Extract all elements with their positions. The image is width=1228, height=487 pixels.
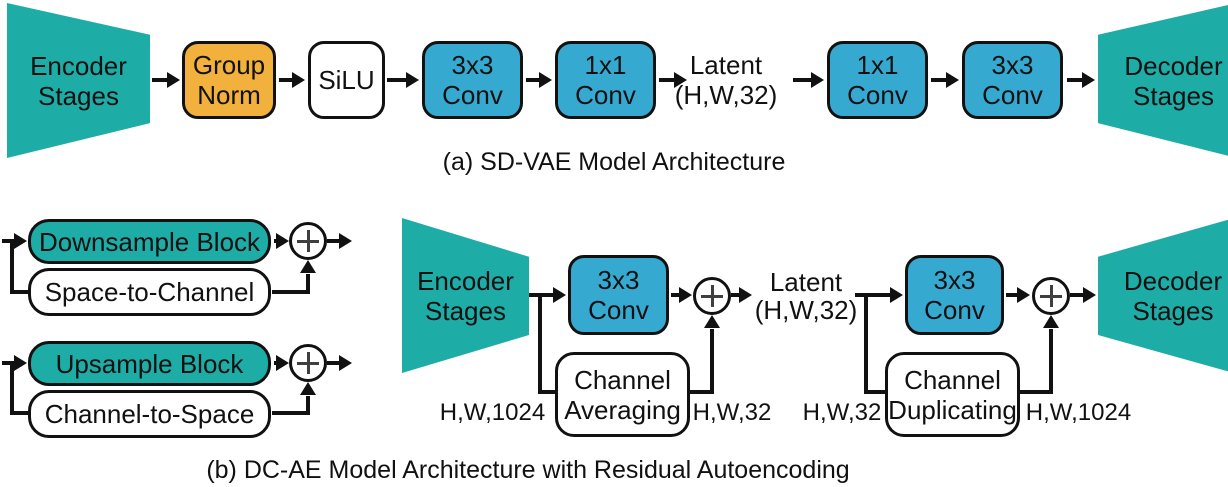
conv-3x3-label-b-encoder: 3x3 Conv <box>588 265 649 325</box>
decoder-stages-label-a: Decoder Stages <box>1124 50 1223 111</box>
dim-label-decoder-output: H,W,1024 <box>1025 399 1132 426</box>
arrow-downsample-to-add <box>274 233 289 249</box>
arrow-add-to-latent <box>731 287 752 303</box>
group-norm-label: Group Norm <box>192 50 266 110</box>
arrow-silu-to-conv3 <box>387 72 419 88</box>
arrow-channel-averaging-to-add <box>688 315 720 394</box>
arrow-input-downsample <box>2 233 29 294</box>
arrow-conv3-to-add-dec <box>1006 287 1030 303</box>
add-icon-upsample <box>289 344 327 382</box>
channel-to-space-label: Channel-to-Space <box>44 399 255 429</box>
upsample-block-label: Upsample Block <box>55 348 244 379</box>
silu-label: SiLU <box>318 65 375 95</box>
add-icon-decoder-residual <box>1032 277 1070 315</box>
plus-bar-v <box>306 352 310 374</box>
conv-3x3-label-a-decoder: 3x3 Conv <box>982 50 1043 110</box>
arrow-add-output-downsample <box>327 233 352 249</box>
arrow-channel-duplicating-to-add <box>1018 315 1059 394</box>
arrow-input-upsample <box>2 355 29 415</box>
conv-3x3-label-a-encoder: 3x3 Conv <box>442 50 503 110</box>
conv-1x1-label-a-encoder: 1x1 Conv <box>575 50 636 110</box>
latent-text-b: Latent (H,W,32) <box>754 267 858 325</box>
caption-panel-a: (a) SD-VAE Model Architecture <box>442 148 786 176</box>
arrow-upsample-to-add <box>274 355 289 371</box>
downsample-block-label: Downsample Block <box>38 226 261 257</box>
dim-label-encoder-output: H,W,32 <box>692 399 772 426</box>
conv-1x1-block-a-encoder: 1x1 Conv <box>555 41 656 119</box>
dim-label-encoder-input: H,W,1024 <box>439 399 546 426</box>
conv-1x1-label-a-decoder: 1x1 Conv <box>847 50 908 110</box>
downsample-block: Downsample Block <box>28 219 271 264</box>
conv-3x3-block-b-encoder: 3x3 Conv <box>568 255 669 335</box>
arrow-encoder-to-conv3 <box>528 287 566 394</box>
latent-label-a: Latent (H,W,32) <box>670 50 782 110</box>
arrow-conv3-to-conv1 <box>526 72 552 88</box>
arrow-conv3-to-add-enc <box>671 287 692 303</box>
conv-3x3-label-b-decoder: 3x3 Conv <box>924 265 985 325</box>
encoder-stages-label-a: Encoder Stages <box>30 50 127 111</box>
upsample-block: Upsample Block <box>28 341 271 386</box>
latent-label-b: Latent (H,W,32) <box>750 267 862 325</box>
channel-averaging-block: Channel Averaging <box>555 352 690 437</box>
channel-duplicating-block: Channel Duplicating <box>885 352 1020 437</box>
space-to-channel-block: Space-to-Channel <box>28 268 271 316</box>
arrow-encoder-to-groupnorm <box>152 72 180 88</box>
conv-1x1-block-a-decoder: 1x1 Conv <box>827 41 928 119</box>
space-to-channel-label: Space-to-Channel <box>44 277 255 307</box>
arrow-latent-to-conv1 <box>793 72 824 88</box>
conv-3x3-block-a-encoder: 3x3 Conv <box>422 41 523 119</box>
group-norm-block: Group Norm <box>182 41 276 119</box>
channel-duplicating-label: Channel Duplicating <box>888 364 1017 425</box>
plus-bar-v <box>1049 285 1053 307</box>
caption-panel-b: (b) DC-AE Model Architecture with Residu… <box>206 456 850 484</box>
dim-label-decoder-input: H,W,32 <box>802 399 882 426</box>
channel-averaging-label: Channel Averaging <box>564 364 681 425</box>
latent-text-a: Latent (H,W,32) <box>674 50 778 110</box>
arrow-space-to-channel-to-add <box>272 260 316 294</box>
arrow-add-output-upsample <box>327 355 352 371</box>
add-icon-encoder-residual <box>693 277 731 315</box>
arrow-latent-to-conv3-dec <box>855 287 903 394</box>
arrow-add-to-decoder <box>1070 287 1096 303</box>
arrow-conv1-to-latent <box>659 72 687 88</box>
plus-bar-v <box>306 230 310 252</box>
plus-bar-v <box>710 285 714 307</box>
arrow-conv3-to-decoder <box>1067 72 1095 88</box>
arrow-conv1-to-conv3 <box>931 72 959 88</box>
conv-3x3-block-b-decoder: 3x3 Conv <box>905 255 1004 335</box>
silu-block: SiLU <box>308 41 385 119</box>
add-icon-downsample <box>289 222 327 260</box>
arrow-groupnorm-to-silu <box>279 72 305 88</box>
arrow-channel-to-space-to-add <box>272 382 316 415</box>
encoder-stages-label-b: Encoder Stages <box>417 265 514 326</box>
channel-to-space-block: Channel-to-Space <box>28 390 271 438</box>
conv-3x3-block-a-decoder: 3x3 Conv <box>962 41 1063 119</box>
decoder-stages-label-b: Decoder Stages <box>1123 265 1223 326</box>
